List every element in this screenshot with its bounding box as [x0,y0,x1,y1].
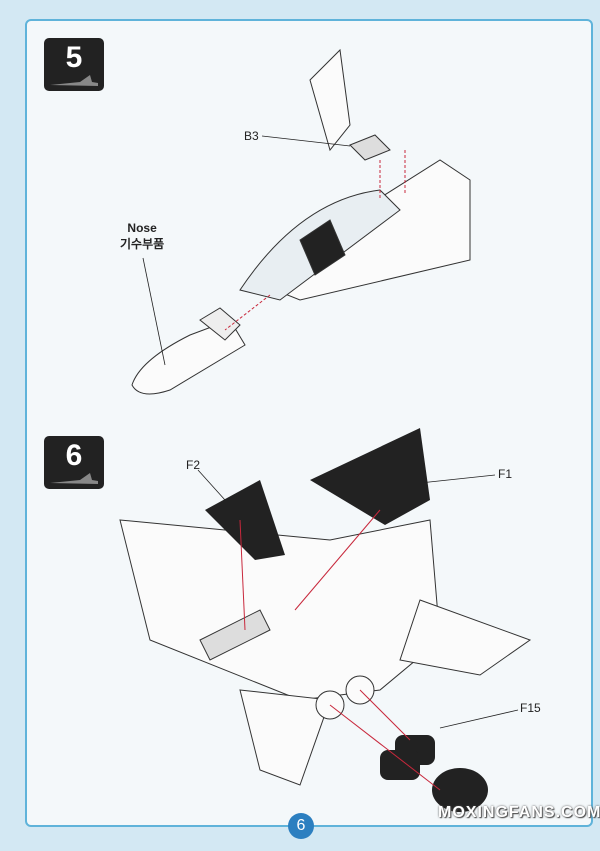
step-number: 6 [65,439,83,472]
step-5-badge: 5 [44,38,104,91]
part-label-f2: F2 [186,458,201,472]
part-label-b3: B3 [244,129,259,143]
watermark: MOXINGFANS.COM [438,804,600,821]
step6-aircraft-drawing [119,519,532,786]
step5-guide-lines [224,150,406,331]
part-label-f15: F15 [520,701,541,715]
part-f15-nozzles [380,735,488,812]
step-6-badge: 6 [44,436,104,489]
step-number: 5 [65,41,83,74]
nose-label: Nose 기수부품 [120,220,164,252]
part-f1 [310,428,430,525]
aircraft-silhouette-icon [50,473,98,484]
page-number: 6 [288,813,314,839]
step5-aircraft-drawing [131,48,471,395]
nose-label-en: Nose [127,221,157,235]
aircraft-silhouette-icon [50,75,98,86]
nose-label-ko: 기수부품 [120,237,165,251]
part-label-f1: F1 [498,467,513,481]
